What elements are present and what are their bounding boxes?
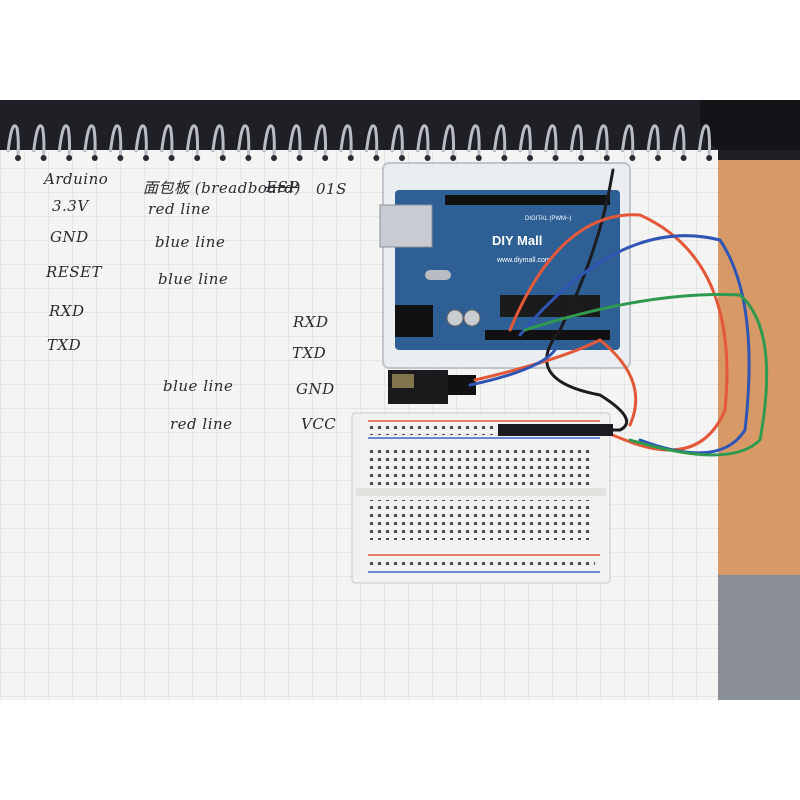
mouse-pad xyxy=(700,100,800,150)
jumper-wires xyxy=(468,168,769,457)
desk-strip xyxy=(716,575,800,700)
spiral-coil xyxy=(83,124,97,156)
binding-hole xyxy=(552,155,559,161)
spiral-coil xyxy=(185,124,200,156)
binding-hole xyxy=(66,155,73,161)
row-breadboard-line: blue line xyxy=(158,270,229,288)
usb-connector xyxy=(379,204,433,248)
wire-connectors xyxy=(498,424,613,436)
capacitor xyxy=(446,309,464,327)
binding-hole xyxy=(399,155,405,161)
row-breadboard-line: red line xyxy=(170,415,233,433)
capacitor xyxy=(463,309,481,327)
binding-hole xyxy=(194,155,201,161)
binding-hole xyxy=(424,155,431,161)
spiral-coil xyxy=(134,124,148,156)
spiral-coil xyxy=(288,124,302,156)
spiral-coil xyxy=(544,124,558,156)
spiral-coil xyxy=(160,124,174,156)
spiral-coil xyxy=(646,124,660,156)
header-module: 01S xyxy=(316,180,347,198)
spiral-coil xyxy=(108,124,123,156)
header-arduino: Arduino xyxy=(44,170,109,188)
binding-hole xyxy=(450,155,457,161)
binding-hole xyxy=(245,155,252,161)
row-module-pin: RXD xyxy=(293,313,329,331)
spiral-coil xyxy=(492,124,507,156)
row-arduino-pin: TXD xyxy=(47,336,82,354)
spiral-coil xyxy=(339,124,353,156)
spiral-coil xyxy=(672,124,686,156)
wire-green xyxy=(523,292,769,457)
esp01s-module xyxy=(388,370,476,404)
binding-hole xyxy=(501,155,508,161)
header-crossed: ESP xyxy=(266,178,299,196)
binding-hole xyxy=(347,155,354,161)
binding-hole xyxy=(578,155,585,161)
header-top xyxy=(445,195,610,205)
binding-hole xyxy=(603,155,610,161)
wire-blue xyxy=(518,234,751,455)
binding-hole xyxy=(91,155,98,161)
spiral-coil xyxy=(57,124,72,156)
wire-red-short xyxy=(473,338,638,427)
row-arduino-pin: GND xyxy=(50,228,89,246)
spiral-coil xyxy=(416,124,430,156)
binding-hole xyxy=(680,155,687,161)
row-module-pin: VCC xyxy=(301,415,337,433)
binding-hole xyxy=(271,155,277,161)
row-arduino-pin: 3.3V xyxy=(52,197,89,215)
spiral-coil xyxy=(518,124,532,156)
spiral-coil xyxy=(620,124,635,156)
brand-label: DIY Mall xyxy=(492,233,542,248)
row-arduino-pin: RESET xyxy=(46,263,102,281)
spiral-binding xyxy=(6,124,713,161)
row-breadboard-line: red line xyxy=(148,200,211,218)
binding-hole xyxy=(706,155,713,161)
binding-hole xyxy=(15,155,21,161)
wire-blue-short xyxy=(468,348,557,387)
binding-hole xyxy=(117,155,124,161)
binding-hole xyxy=(168,155,175,161)
binding-hole xyxy=(40,155,47,161)
breadboard xyxy=(351,412,611,584)
binding-hole xyxy=(322,155,329,161)
row-breadboard-line: blue line xyxy=(155,233,226,251)
row-module-pin: GND xyxy=(296,380,335,398)
spiral-coil xyxy=(364,124,379,156)
crystal xyxy=(425,270,451,280)
binding-hole xyxy=(143,155,149,161)
spiral-coil xyxy=(262,124,276,156)
digital-label: DIGITAL (PWM~) xyxy=(525,216,572,222)
spiral-coil xyxy=(569,124,584,156)
spiral-coil xyxy=(697,124,712,156)
spiral-coil xyxy=(6,124,20,156)
binding-hole xyxy=(296,155,303,161)
spiral-coil xyxy=(32,124,46,156)
spiral-coil xyxy=(211,124,225,156)
binding-hole xyxy=(475,155,482,161)
power-jack xyxy=(395,305,433,337)
header-breadboard: 面包板 (breadboard) xyxy=(143,179,302,197)
binding-hole xyxy=(629,155,636,161)
spiral-coil xyxy=(467,124,481,156)
row-module-pin: TXD xyxy=(292,344,327,362)
row-breadboard-line: blue line xyxy=(163,377,234,395)
binding-hole xyxy=(373,155,380,161)
spiral-coil xyxy=(236,124,251,156)
wire-red xyxy=(508,213,729,452)
spiral-coil xyxy=(441,124,456,156)
binding-hole xyxy=(655,155,661,161)
url-label: www.diymall.com xyxy=(496,257,551,264)
spiral-coil xyxy=(390,124,404,156)
header-bottom xyxy=(485,330,610,340)
binding-hole xyxy=(219,155,226,161)
spiral-coil xyxy=(313,124,328,156)
row-arduino-pin: RXD xyxy=(49,302,85,320)
spiral-coil xyxy=(595,124,609,156)
binding-hole xyxy=(527,155,533,161)
